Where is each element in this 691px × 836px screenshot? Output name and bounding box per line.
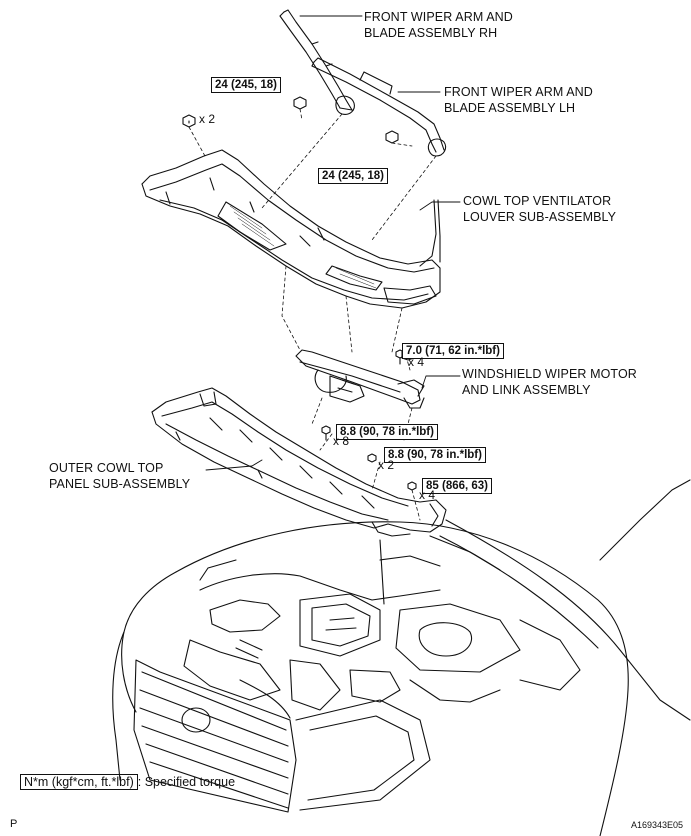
corner-letter: P — [10, 818, 18, 830]
leader-louver — [419, 201, 461, 211]
wiper-arm-rh-drawing — [279, 9, 355, 115]
label-outer-cowl-top-panel: OUTER COWL TOP PANEL SUB-ASSEMBLY — [49, 460, 190, 492]
wiper-nut-rh — [293, 96, 307, 110]
dashed-leaders-lower — [311, 397, 421, 521]
panel-bolt-a — [321, 425, 331, 441]
panel-nut — [407, 481, 417, 491]
panel-bolt-b — [367, 453, 377, 463]
torque-lh-nut: 24 (245, 18) — [318, 168, 389, 184]
louver-hatch — [229, 205, 377, 289]
label-line: FRONT WIPER ARM AND — [364, 10, 513, 24]
label-line: WINDSHIELD WIPER MOTOR — [462, 367, 637, 381]
leader-motor — [421, 375, 461, 389]
legend-meaning: : Specified torque — [137, 775, 236, 789]
label-line: OUTER COWL TOP — [49, 461, 164, 475]
label-line: LOUVER SUB-ASSEMBLY — [463, 210, 617, 224]
vehicle-front-drawing — [112, 479, 691, 836]
wiper-motor-drawing — [295, 347, 425, 409]
torque-rh-nut: 24 (245, 18) — [211, 77, 282, 93]
dashed-leaders-top — [188, 108, 437, 241]
label-line: BLADE ASSEMBLY RH — [364, 26, 498, 40]
label-line: COWL TOP VENTILATOR — [463, 194, 612, 208]
label-front-wiper-arm-rh: FRONT WIPER ARM AND BLADE ASSEMBLY RH — [364, 9, 513, 41]
torque-panel-bolts-b: 8.8 (90, 78 in.*lbf) — [384, 447, 486, 463]
label-line: PANEL SUB-ASSEMBLY — [49, 477, 191, 491]
wiper-arm-lh-drawing — [311, 57, 447, 157]
label-line: FRONT WIPER ARM AND — [444, 85, 593, 99]
label-line: BLADE ASSEMBLY LH — [444, 101, 576, 115]
torque-panel-nuts: 85 (866, 63) — [422, 478, 493, 494]
qty-motor-bolts: x 4 — [408, 355, 425, 369]
torque-legend: N*m (kgf*cm, ft.*lbf): Specified torque — [20, 774, 235, 790]
qty-panel-bolts-b: x 2 — [378, 458, 395, 472]
torque-motor-bolts: 7.0 (71, 62 in.*lbf) — [402, 343, 504, 359]
qty-panel-nuts: x 4 — [419, 488, 436, 502]
label-line: AND LINK ASSEMBLY — [462, 383, 591, 397]
label-front-wiper-arm-lh: FRONT WIPER ARM AND BLADE ASSEMBLY LH — [444, 84, 593, 116]
clip-fastener — [182, 114, 196, 128]
legend-units-box: N*m (kgf*cm, ft.*lbf) — [20, 774, 138, 790]
dashed-leaders-middle — [281, 265, 411, 371]
label-windshield-wiper-motor: WINDSHIELD WIPER MOTOR AND LINK ASSEMBLY — [462, 366, 637, 398]
leader-outer-panel — [205, 459, 263, 471]
wiper-nut-lh — [385, 130, 399, 144]
torque-panel-bolts-a: 8.8 (90, 78 in.*lbf) — [336, 424, 438, 440]
qty-panel-bolts-a: x 8 — [333, 434, 350, 448]
figure-id: A169343E05 — [631, 820, 684, 830]
outer-cowl-panel-drawing — [151, 387, 447, 537]
label-cowl-top-ventilator-louver: COWL TOP VENTILATOR LOUVER SUB-ASSEMBLY — [463, 193, 616, 225]
cowl-louver-drawing — [141, 149, 441, 309]
qty-clips: x 2 — [199, 112, 216, 126]
